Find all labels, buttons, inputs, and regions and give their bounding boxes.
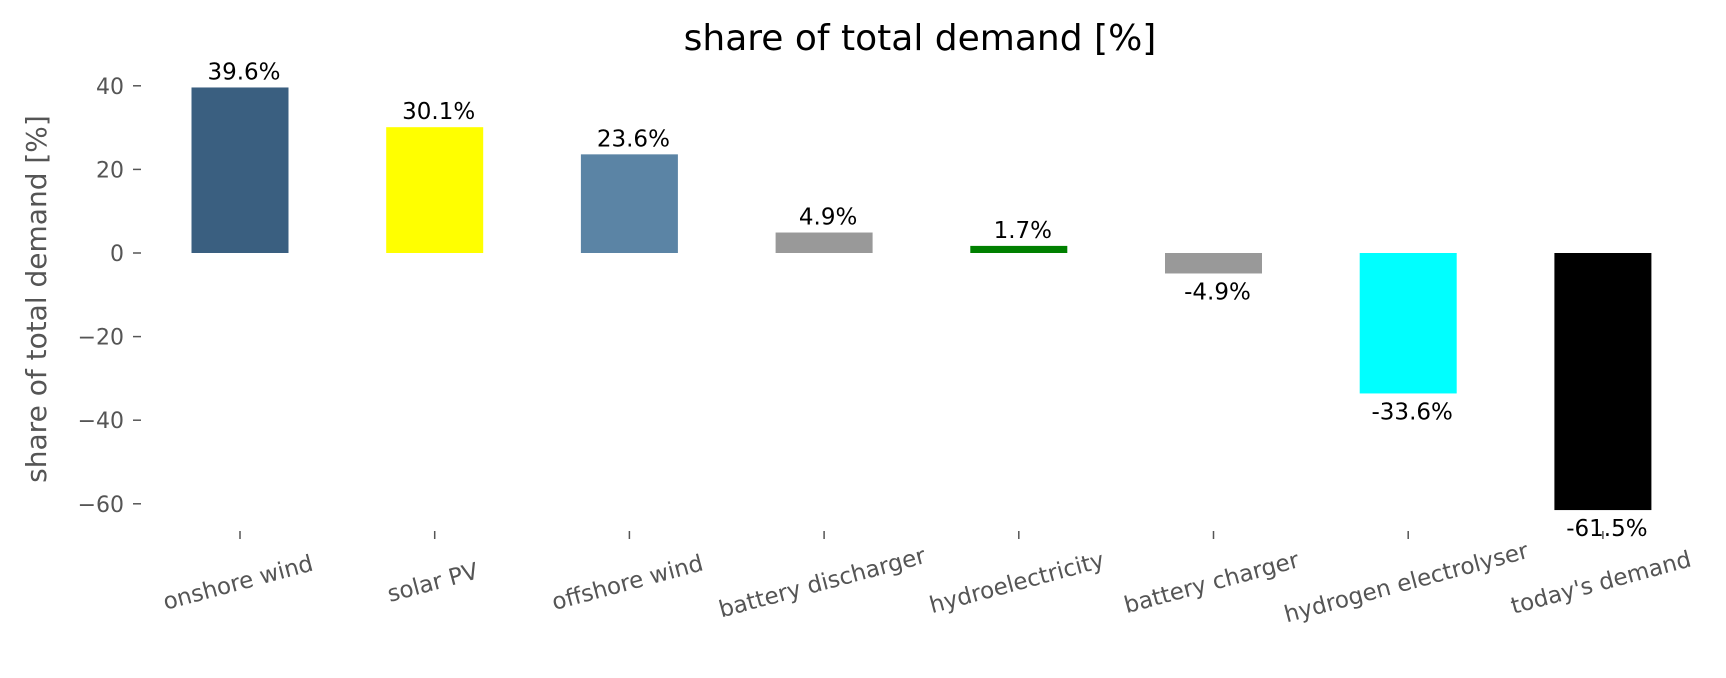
- x-tick-label: battery charger: [1121, 547, 1302, 619]
- y-axis-label: share of total demand [%]: [20, 115, 53, 483]
- x-tick-label: battery discharger: [716, 543, 929, 623]
- y-tick-label: −60: [78, 493, 124, 518]
- bar: [191, 87, 289, 253]
- data-label: 4.9%: [799, 205, 857, 231]
- bar: [386, 127, 484, 253]
- y-tick-label: 20: [96, 158, 124, 183]
- x-tick-label: hydroelectricity: [927, 547, 1107, 619]
- bar: [1554, 253, 1652, 511]
- chart-title: share of total demand [%]: [684, 18, 1157, 59]
- bar: [1359, 253, 1457, 394]
- data-label: -61.5%: [1566, 516, 1647, 542]
- x-tick-label: offshore wind: [549, 551, 706, 616]
- y-tick-label: 0: [110, 242, 124, 267]
- x-tick-label: today's demand: [1508, 547, 1694, 620]
- data-label: 39.6%: [207, 59, 280, 85]
- y-tick-label: −40: [78, 409, 124, 434]
- y-tick-label: 40: [96, 75, 124, 100]
- bars: 39.6% 30.1% 23.6% 4.9% 1.7% -4.9% -33.6% -61.5%: [191, 59, 1652, 542]
- bar: [970, 245, 1068, 253]
- x-tick-label: hydrogen electrolyser: [1282, 538, 1532, 628]
- x-tick-label: solar PV: [385, 559, 482, 608]
- y-axis: 40 20 0 −20 −40 −60: [78, 75, 141, 518]
- y-tick-label: −20: [78, 326, 124, 351]
- bar: [1165, 253, 1262, 274]
- data-label: -4.9%: [1184, 279, 1251, 305]
- data-label: 1.7%: [994, 218, 1052, 244]
- bar: [580, 154, 678, 253]
- x-tick-label: onshore wind: [160, 551, 316, 616]
- data-label: 30.1%: [402, 99, 475, 125]
- data-label: -33.6%: [1372, 399, 1453, 425]
- bar: [775, 232, 873, 253]
- data-label: 23.6%: [597, 126, 670, 152]
